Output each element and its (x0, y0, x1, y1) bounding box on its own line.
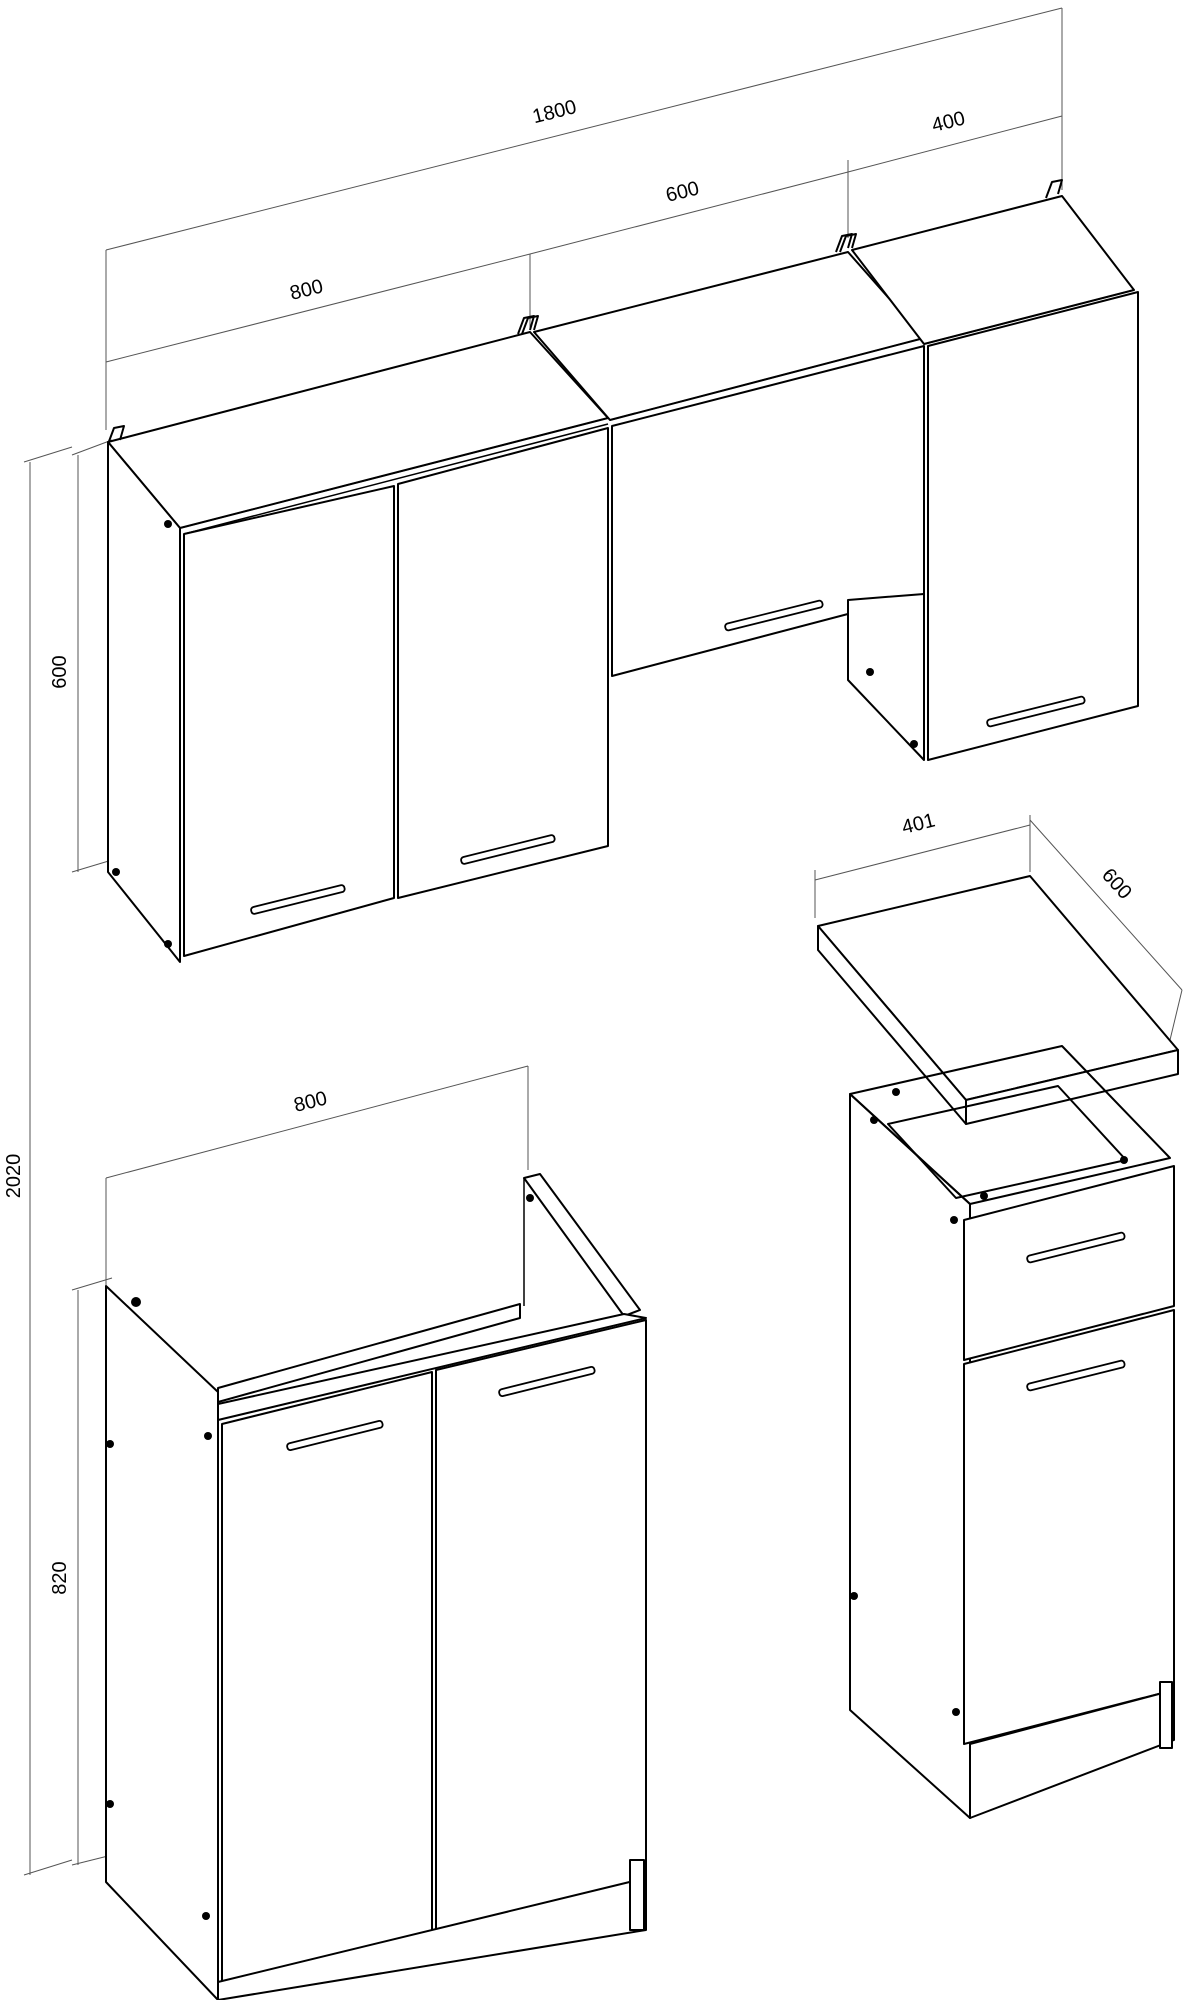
base-drawer-cabinet (849, 1045, 1175, 1819)
dim-base-sink-width: 800 (292, 1087, 330, 1116)
base-sink-door-1 (221, 1371, 433, 1983)
handle (498, 1366, 596, 1398)
dim-wall-middle-width: 600 (664, 177, 702, 206)
dim-wall-left-width: 800 (288, 275, 326, 304)
handle (1026, 1359, 1126, 1392)
base-sink-door-2 (435, 1319, 647, 1933)
dim-wall-right-width: 400 (930, 107, 968, 136)
handle (460, 834, 556, 865)
dim-wall-height: 600 (49, 655, 71, 688)
handle (286, 1420, 384, 1452)
handle (724, 599, 824, 632)
dim-worktop-width: 401 (900, 809, 938, 838)
base-sink-cabinet (105, 1173, 647, 2000)
dimension-lines (23, 7, 1183, 1876)
dim-total-width: 1800 (530, 96, 579, 128)
worktop-panel (817, 875, 1179, 1125)
wall-left-door-1 (183, 485, 395, 957)
wall-cabinet-600 (521, 233, 925, 761)
dim-worktop-depth: 600 (1097, 864, 1136, 904)
wall-left-door-2 (397, 427, 609, 899)
dim-base-height: 820 (49, 1561, 71, 1594)
drawer-front (963, 1165, 1175, 1361)
dim-overall-height: 2020 (3, 1154, 25, 1199)
handle (1026, 1231, 1126, 1264)
handle (986, 695, 1086, 728)
wall-cabinet-800 (107, 315, 609, 963)
wall-right-door (927, 291, 1139, 761)
handle (250, 884, 346, 915)
wall-cabinet-400 (839, 179, 1139, 761)
